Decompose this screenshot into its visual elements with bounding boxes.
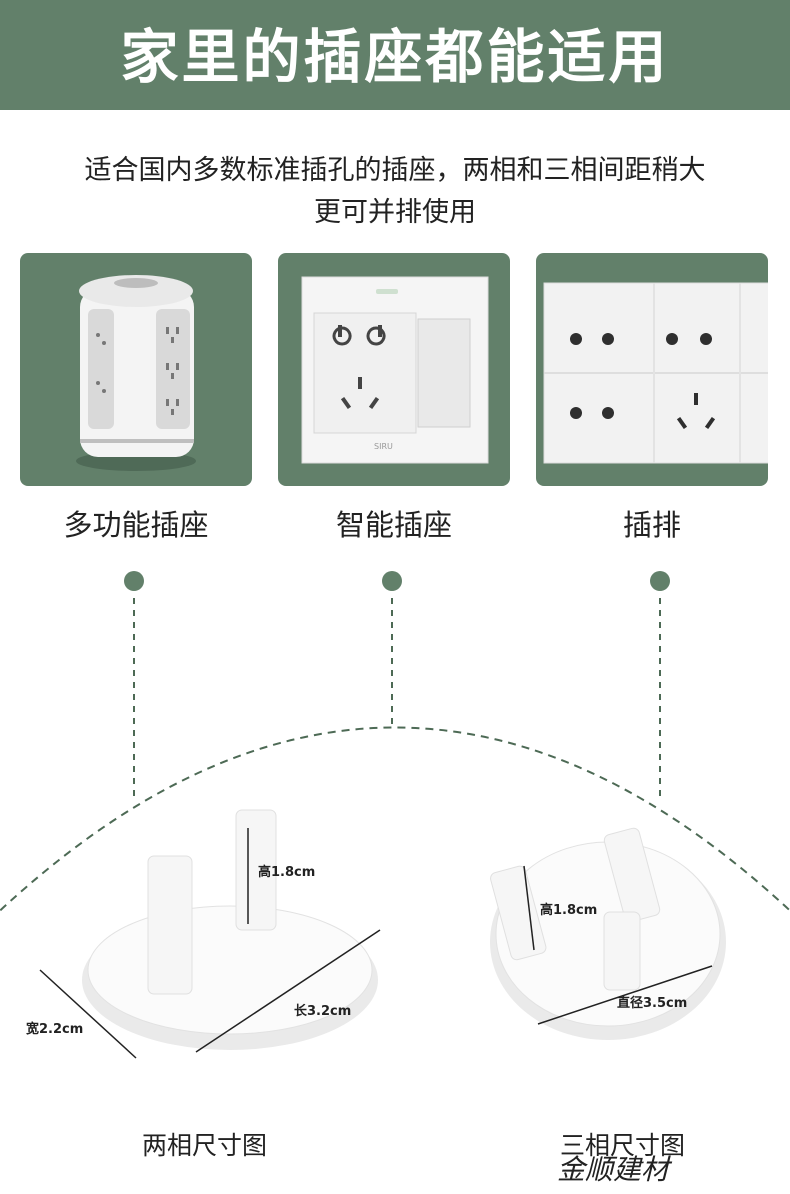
two-phase-plug-image [39,809,381,1059]
three-phase-plug-image [490,827,726,1040]
connector-lines [0,571,790,913]
two-phase-height-label: 高1.8cm [258,865,316,880]
power-strip-icon [543,282,768,464]
intro-line-2: 更可并排使用 [314,197,476,228]
three-phase-caption: 三相尺寸图 [560,1131,686,1160]
card-label-strip: 插排 [622,508,681,542]
socket-card-strip [536,253,768,486]
three-phase-diameter-label: 直径3.5cm [617,996,688,1011]
page-title: 家里的插座都能适用 [120,23,670,91]
connector-dot-3 [650,571,670,591]
socket-card-multifunction [20,253,252,486]
connector-dot-2 [382,571,402,591]
two-phase-caption: 两相尺寸图 [142,1131,268,1160]
tower-power-strip-icon [76,275,196,471]
header-banner: 家里的插座都能适用 [0,0,790,110]
svg-text:SIRU: SIRU [374,442,393,451]
wall-socket-icon: SIRU [301,276,489,464]
two-phase-width-label: 宽2.2cm [26,1022,84,1037]
socket-card-smart: SIRU [278,253,510,486]
intro-line-1: 适合国内多数标准插孔的插座，两相和三相间距稍大 [84,155,706,186]
three-phase-height-label: 高1.8cm [540,903,598,918]
two-phase-length-label: 长3.2cm [294,1004,352,1019]
card-label-smart: 智能插座 [335,508,452,542]
card-label-multifunction: 多功能插座 [63,508,209,542]
watermark-text: 金顺建材 [557,1153,670,1186]
intro-text: 适合国内多数标准插孔的插座，两相和三相间距稍大 更可并排使用 [40,150,750,234]
connector-dot-1 [124,571,144,591]
